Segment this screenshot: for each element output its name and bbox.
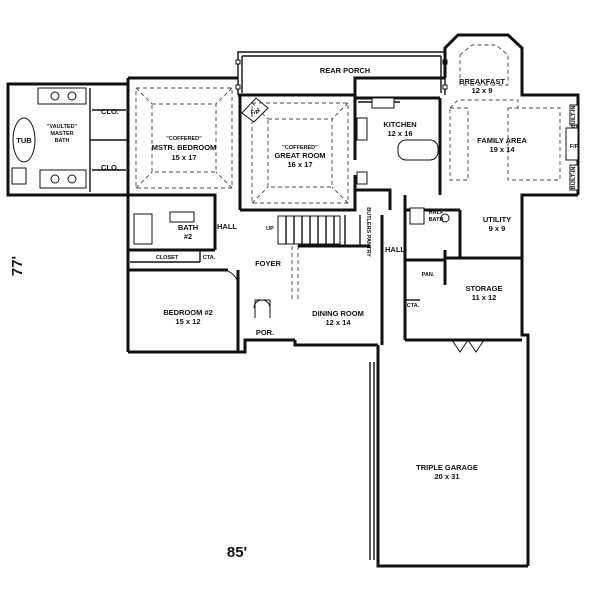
dining-room-name: DINING ROOM xyxy=(312,309,364,318)
master-bath-name2: BATH xyxy=(55,138,70,144)
bath2-name: BATH xyxy=(178,223,198,232)
master-bedroom-size: 15 x 17 xyxy=(171,153,196,162)
bath2-and-hall: BATH #2 CLOSET CTA. HALL xyxy=(128,210,237,272)
foyer: UP FOYER POR. xyxy=(253,215,341,337)
master-bedroom-qualifier: "COFFERED" xyxy=(166,136,202,142)
porch-label: POR. xyxy=(256,328,274,337)
storage-size: 11 x 12 xyxy=(472,293,497,302)
garage-size: 20 x 31 xyxy=(434,472,459,481)
master-bath-name1: MASTER xyxy=(50,131,73,137)
foyer-label: FOYER xyxy=(255,259,281,268)
bath2-number: #2 xyxy=(184,232,192,241)
cta-east-label: CTA. xyxy=(407,303,420,309)
closet-label: CLOSET xyxy=(156,255,179,261)
hall-west-label: HALL xyxy=(217,222,237,231)
great-room-size: 16 x 17 xyxy=(287,160,312,169)
butlers-pantry-label: BUTLERS PANTRY xyxy=(365,207,371,257)
great-room-fireplace-label: F/P xyxy=(251,110,260,116)
cta-west-label: CTA. xyxy=(203,255,216,261)
kitchen: KITCHEN 12 x 16 xyxy=(355,96,440,210)
master-bedroom: "COFFERED" MSTR. BEDROOM 15 x 17 xyxy=(126,78,242,210)
pantry-label: PAN. xyxy=(422,272,435,278)
built-in-lower-label: BUILT-IN xyxy=(571,167,577,190)
bedroom2-size: 15 x 12 xyxy=(175,317,200,326)
width-dimension: 85' xyxy=(227,544,247,561)
dining-room: DINING ROOM 12 x 14 BUTLERS PANTRY xyxy=(298,207,371,327)
hall-east-label: HALL xyxy=(385,245,405,254)
utility: UTILITY 9 x 9 xyxy=(445,210,522,260)
half-bath-line2: BATH xyxy=(429,217,444,223)
closet-upper-label: CLO. xyxy=(101,107,119,116)
family-fireplace-label: F/P xyxy=(570,144,579,150)
half-bath-line1: HALF xyxy=(429,210,444,216)
kitchen-size: 12 x 16 xyxy=(387,129,412,138)
rear-porch-label: REAR PORCH xyxy=(320,66,370,75)
bedroom-2: BEDROOM #2 15 x 12 xyxy=(163,269,240,352)
master-bedroom-name: MSTR. BEDROOM xyxy=(152,143,217,152)
breakfast-size: 12 x 9 xyxy=(472,86,493,95)
storage: STORAGE 11 x 12 xyxy=(405,284,522,353)
east-hall: HALF BATH HALL PAN. CTA. xyxy=(380,195,460,345)
triple-garage: TRIPLE GARAGE 20 x 31 xyxy=(369,362,478,560)
master-bath-area: TUB "VAULTED" MASTER BATH CLO. CLO. xyxy=(11,87,128,192)
garage-name: TRIPLE GARAGE xyxy=(416,463,478,472)
closet-lower-label: CLO. xyxy=(101,163,119,172)
storage-name: STORAGE xyxy=(466,284,503,293)
family-area-name: FAMILY AREA xyxy=(477,136,527,145)
kitchen-name: KITCHEN xyxy=(383,120,416,129)
great-room-qualifier: "COFFERED" xyxy=(282,145,318,151)
family-area-size: 19 x 14 xyxy=(489,145,515,154)
dining-room-size: 12 x 14 xyxy=(325,318,351,327)
breakfast-name: BREAKFAST xyxy=(459,77,505,86)
great-room: F/P "COFFERED" GREAT ROOM 16 x 17 xyxy=(240,95,357,212)
built-in-upper-label: BUILT-IN xyxy=(571,106,577,129)
family-area: FAMILY AREA 19 x 14 F/P BUILT-IN BUILT-I… xyxy=(438,98,579,195)
great-room-name: GREAT ROOM xyxy=(274,151,325,160)
tub-label: TUB xyxy=(16,136,32,145)
utility-name: UTILITY xyxy=(483,215,511,224)
stairs-up-label: UP xyxy=(266,226,274,232)
breakfast: BREAKFAST 12 x 9 xyxy=(459,44,509,95)
bedroom2-name: BEDROOM #2 xyxy=(163,308,213,317)
master-bath-qualifier: "VAULTED" xyxy=(47,124,78,130)
depth-dimension: 77' xyxy=(9,256,26,276)
utility-size: 9 x 9 xyxy=(489,224,506,233)
